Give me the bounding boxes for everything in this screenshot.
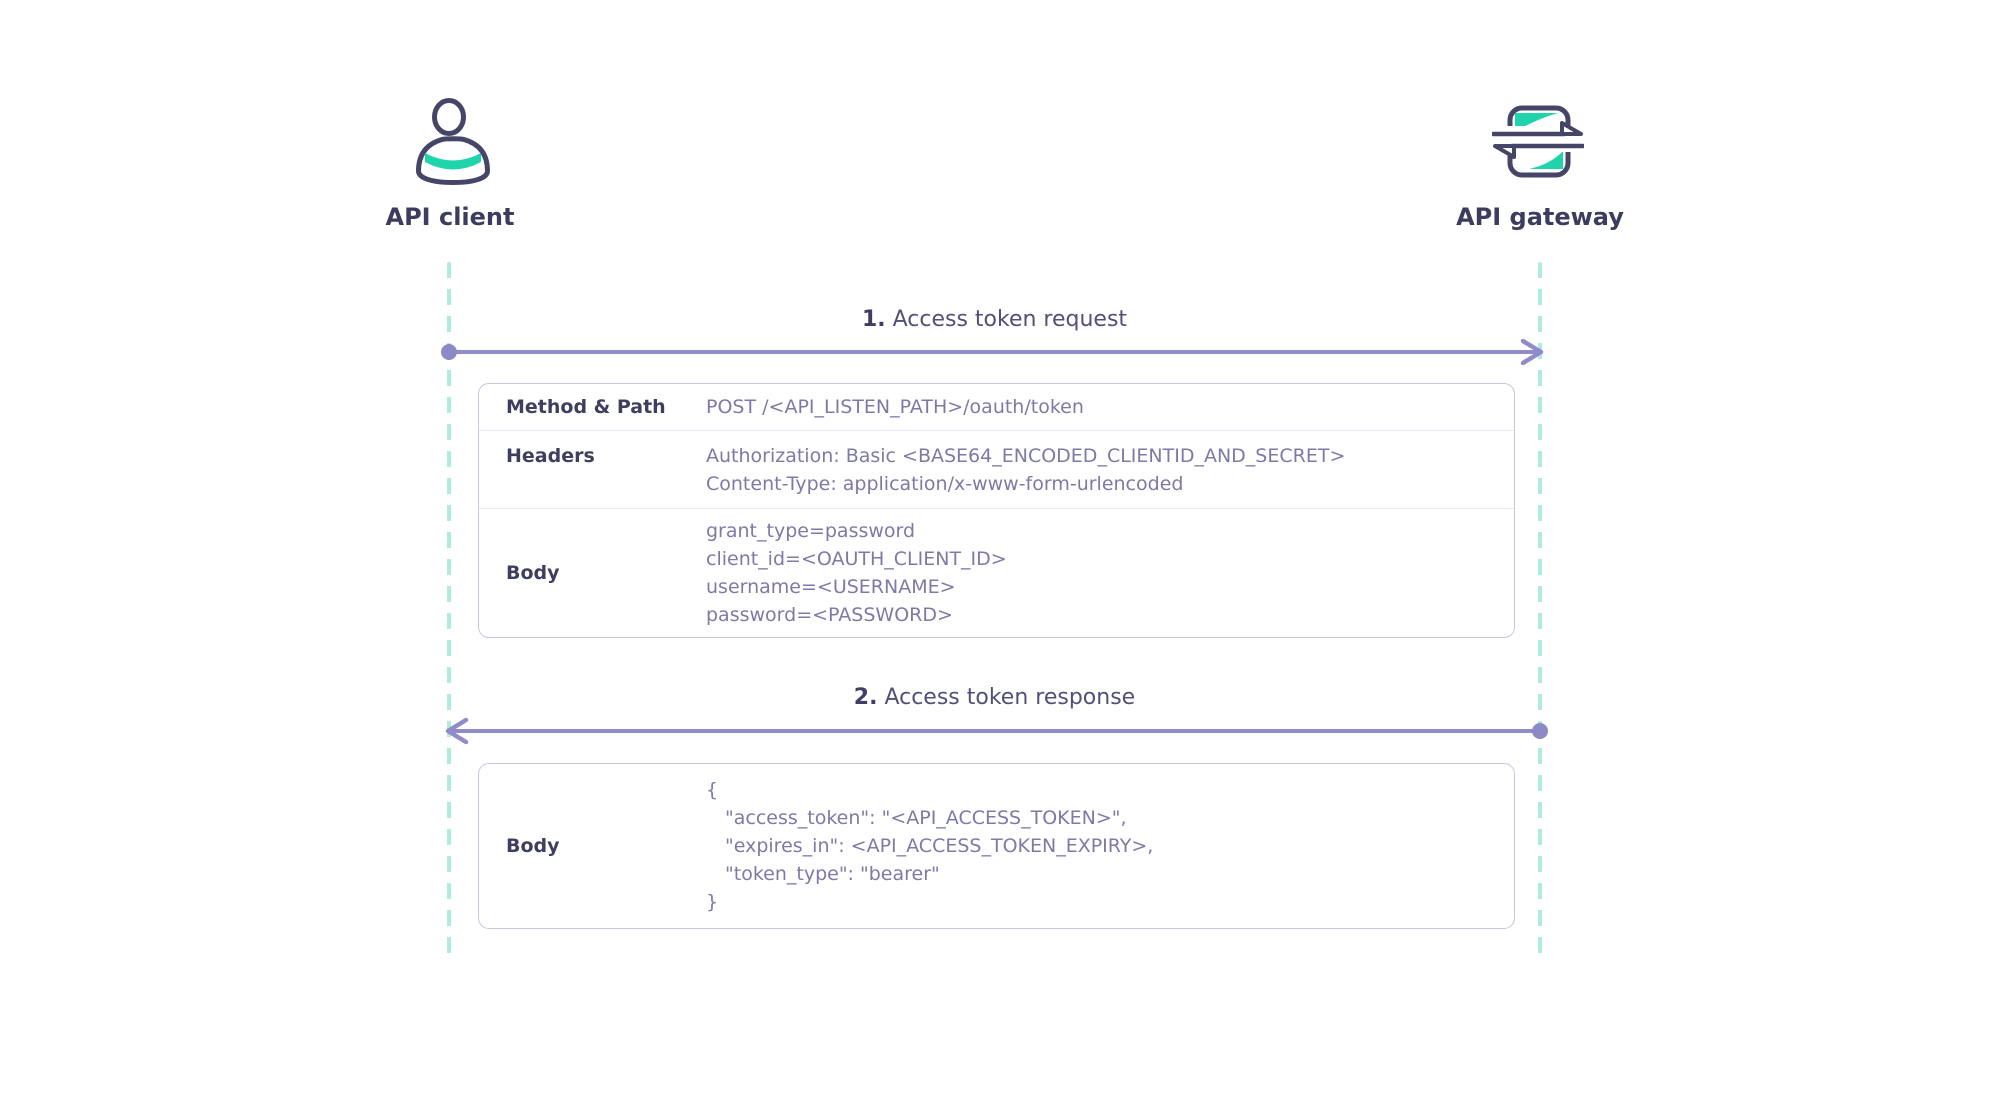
message-1-arrow-origin-dot xyxy=(441,344,457,360)
message-1-arrow-line xyxy=(449,350,1540,354)
user-icon xyxy=(416,98,490,185)
row-value: Authorization: Basic <BASE64_ENCODED_CLI… xyxy=(706,445,1346,495)
table-row-method-path: Method & Path POST /<API_LISTEN_PATH>/oa… xyxy=(479,384,1514,430)
message-2-step: 2. xyxy=(853,685,878,710)
request-details-table: Method & Path POST /<API_LISTEN_PATH>/oa… xyxy=(478,383,1515,638)
response-details-table: Body { "access_token": "<API_ACCESS_TOKE… xyxy=(478,763,1515,929)
row-value: grant_type=password client_id=<OAUTH_CLI… xyxy=(706,520,1007,626)
message-2-arrowhead-left-icon xyxy=(445,717,469,745)
table-row-headers: Headers Authorization: Basic <BASE64_ENC… xyxy=(479,430,1514,508)
lifeline-api-gateway xyxy=(1538,262,1542,957)
message-1-arrowhead-right-icon xyxy=(1520,338,1544,366)
row-value: POST /<API_LISTEN_PATH>/oauth/token xyxy=(706,396,1084,418)
actor-label-api-gateway: API gateway xyxy=(1456,203,1624,231)
table-row-body: Body grant_type=password client_id=<OAUT… xyxy=(479,508,1514,637)
lifeline-api-client xyxy=(447,262,451,957)
gateway-sync-icon xyxy=(1492,105,1584,178)
row-label: Body xyxy=(506,562,560,584)
message-2-arrow-origin-dot xyxy=(1532,723,1548,739)
table-row-body: Body { "access_token": "<API_ACCESS_TOKE… xyxy=(479,764,1514,928)
row-value: { "access_token": "<API_ACCESS_TOKEN>", … xyxy=(706,779,1154,913)
message-2-arrow-line xyxy=(449,729,1540,733)
message-1-step: 1. xyxy=(861,307,886,332)
row-label: Method & Path xyxy=(506,396,666,418)
message-2-title: 2.Access token response xyxy=(449,681,1540,715)
message-1-title: 1.Access token request xyxy=(449,303,1540,337)
actor-label-api-client: API client xyxy=(385,203,515,231)
row-label: Headers xyxy=(506,445,595,467)
row-label: Body xyxy=(506,835,560,857)
message-2-title-text: Access token response xyxy=(884,685,1136,710)
message-1-title-text: Access token request xyxy=(892,307,1128,332)
